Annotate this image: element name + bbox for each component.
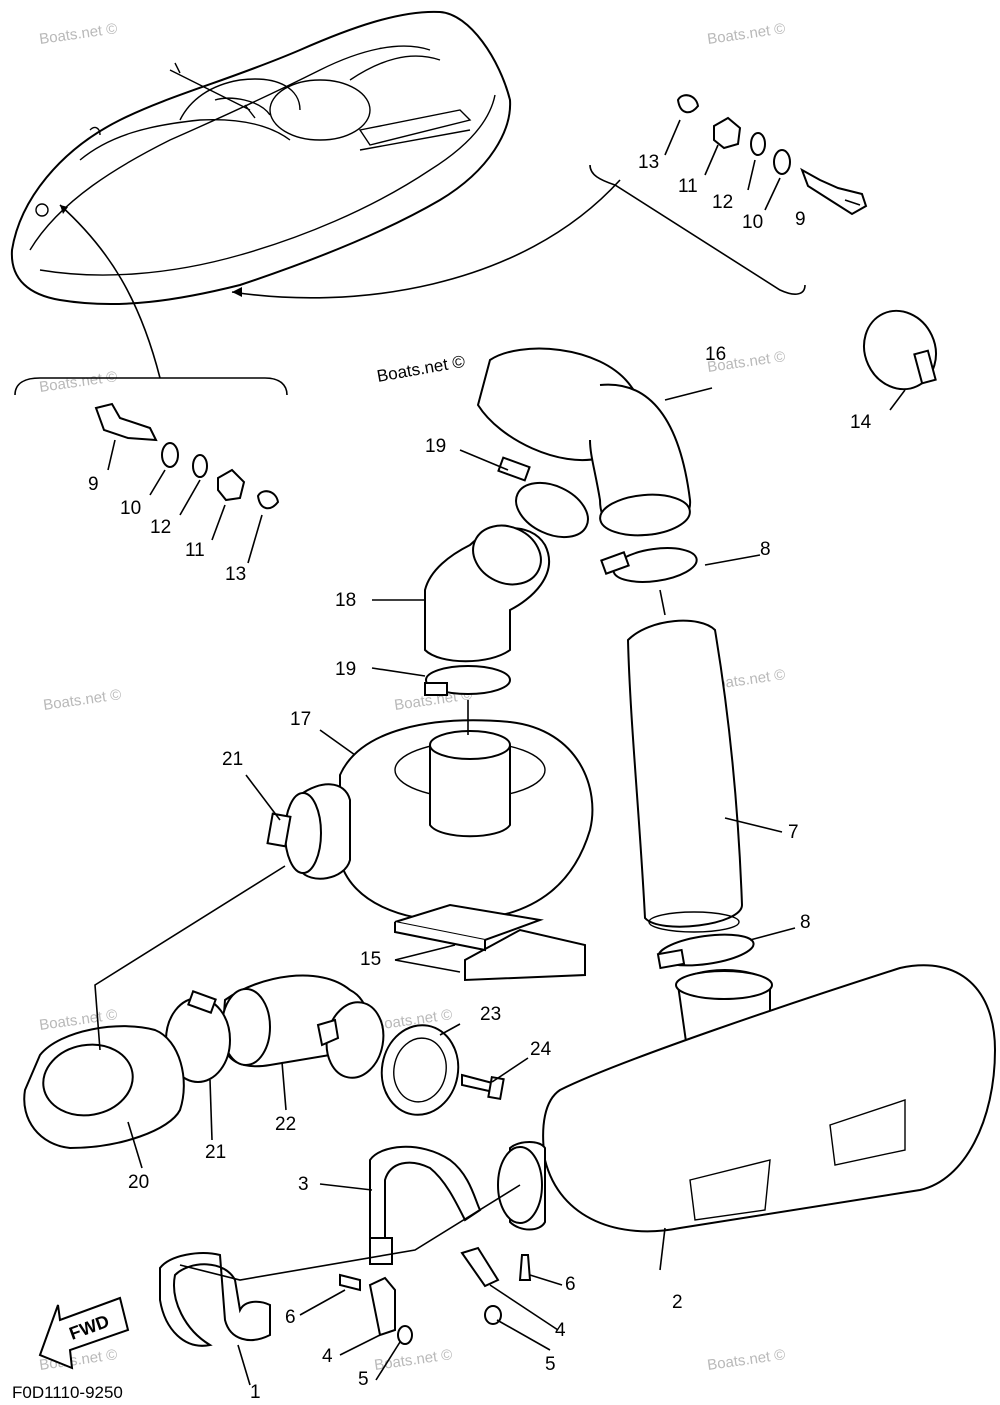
callout-24: 24 xyxy=(530,1039,552,1060)
part-14-clamp xyxy=(863,309,937,391)
watermark-dark: Boats.net © xyxy=(375,352,466,386)
part-21-clamp-lower xyxy=(165,990,231,1083)
part-3-strap xyxy=(369,1145,482,1265)
leader-craft-right xyxy=(231,179,621,299)
watermark: Boats.net © xyxy=(38,20,118,48)
watermark: Boats.net © xyxy=(373,1346,453,1374)
part-22-elbow xyxy=(220,974,385,1079)
callout-21: 21 xyxy=(222,749,243,770)
callout-3: 3 xyxy=(298,1174,309,1195)
callout-22: 22 xyxy=(275,1114,296,1135)
detail-bracket-right xyxy=(589,164,806,295)
callout-13: 13 xyxy=(638,152,659,173)
callout-21: 21 xyxy=(205,1142,226,1163)
callout-11: 11 xyxy=(185,540,205,561)
callout-13: 13 xyxy=(225,564,246,585)
callout-5: 5 xyxy=(545,1354,556,1375)
callout-4: 4 xyxy=(555,1320,566,1341)
callout-8: 8 xyxy=(800,912,811,933)
fwd-arrow: FWD xyxy=(38,1296,130,1370)
part-15-pads xyxy=(394,903,586,982)
part-2-muffler xyxy=(497,964,997,1233)
part-19-clamp-upper xyxy=(497,456,589,539)
callout-6: 6 xyxy=(565,1274,576,1295)
part-8-clamp-upper xyxy=(600,547,698,583)
part-17-water-box xyxy=(284,719,594,922)
part-19-clamp-lower xyxy=(424,665,511,696)
callout-10: 10 xyxy=(120,498,141,519)
callout-18: 18 xyxy=(335,590,356,611)
diagram-code: F0D1110-9250 xyxy=(12,1383,123,1402)
callout-19: 19 xyxy=(335,659,356,680)
callout-2: 2 xyxy=(672,1292,683,1313)
callout-16: 16 xyxy=(705,344,726,365)
callout-7: 7 xyxy=(788,822,799,843)
callout-17: 17 xyxy=(290,709,311,730)
watermark: Boats.net © xyxy=(42,686,122,714)
callout-19: 19 xyxy=(425,436,446,457)
callout-14: 14 xyxy=(850,412,872,433)
watermark: Boats.net © xyxy=(38,368,118,396)
callout-20: 20 xyxy=(128,1172,149,1193)
watercraft-illustration xyxy=(10,10,512,306)
right-drain-plug-set xyxy=(676,94,868,216)
left-drain-plug-set xyxy=(94,402,280,510)
callout-5: 5 xyxy=(358,1369,369,1390)
part-16-elbow-hose xyxy=(476,347,692,537)
leader-lines xyxy=(94,119,906,1386)
arrowhead xyxy=(232,287,242,297)
callout-10: 10 xyxy=(742,212,763,233)
detail-bracket-left xyxy=(14,377,288,396)
part-21-clamp-upper xyxy=(266,812,292,848)
callout-9: 9 xyxy=(88,474,99,495)
watermark: Boats.net © xyxy=(706,1346,786,1374)
callout-9: 9 xyxy=(795,209,806,230)
watermark: Boats.net © xyxy=(706,20,786,48)
arrowhead xyxy=(60,205,68,214)
callout-12: 12 xyxy=(712,192,733,213)
part-24-bolt xyxy=(461,1073,505,1101)
part-18-hose xyxy=(424,524,551,663)
callout-8: 8 xyxy=(760,539,771,560)
callout-11: 11 xyxy=(678,176,698,197)
part-23-gasket xyxy=(380,1024,460,1116)
callout-23: 23 xyxy=(480,1004,501,1025)
callout-15: 15 xyxy=(360,949,381,970)
callout-4: 4 xyxy=(322,1346,333,1367)
part-8-clamp-lower xyxy=(656,933,755,970)
callout-1: 1 xyxy=(250,1382,261,1403)
small-hardware xyxy=(339,1246,532,1345)
callout-12: 12 xyxy=(150,517,171,538)
part-20-hose xyxy=(23,1025,185,1150)
part-7-long-hose xyxy=(626,619,744,933)
part-1-pad xyxy=(159,1252,271,1347)
leader-craft-left xyxy=(59,204,161,379)
callout-labels: 16 14 19 8 18 19 17 21 7 8 15 23 24 21 2… xyxy=(88,152,872,1403)
callout-6: 6 xyxy=(285,1307,296,1328)
